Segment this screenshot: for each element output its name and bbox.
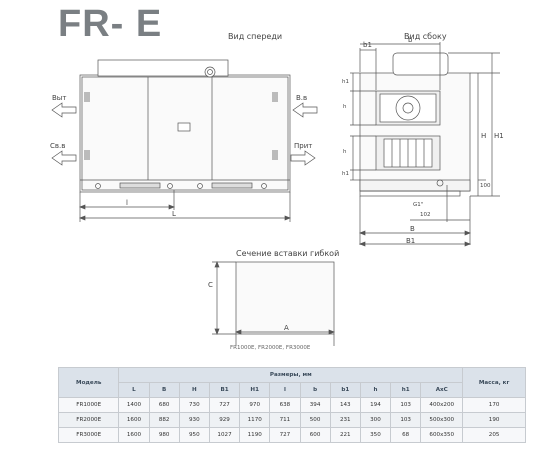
dim-G1-label: G1"	[413, 202, 424, 208]
table-cell: 1190	[239, 427, 271, 443]
col-header: H	[178, 382, 210, 398]
arrow-vyt-label: Выт	[52, 94, 67, 102]
table-cell: 400x200	[420, 397, 464, 413]
arrow-vv-label: В.в	[296, 94, 308, 102]
col-header: B1	[208, 382, 241, 398]
table-cell: FR3000E	[57, 427, 120, 443]
dim-100-label: 100	[480, 183, 491, 189]
arrow-prit-label: Прит	[294, 142, 313, 150]
dim-L-label: L	[172, 210, 176, 218]
col-header: l	[269, 382, 301, 398]
side-view-label: Вид сбоку	[404, 32, 447, 41]
dim-l-label: l	[126, 199, 128, 207]
table-row: FR1000E 1400 680 730 727 970 638 394 143…	[57, 397, 526, 413]
dim-C-label: C	[208, 281, 213, 289]
front-view-label: Вид спереди	[228, 32, 283, 41]
table-cell: 600	[299, 427, 331, 443]
table-cell: 68	[390, 427, 422, 443]
dim-B-label: B	[410, 225, 415, 233]
table-cell: FR1000E	[57, 397, 120, 413]
dim-H1-label: H1	[494, 132, 504, 140]
table-cell: 950	[178, 427, 210, 443]
table-cell: 730	[178, 397, 210, 413]
arrow-prit-icon	[290, 150, 316, 166]
table-cell: 1027	[208, 427, 241, 443]
arrow-sv-label: Св.в	[50, 142, 66, 150]
table-cell: 500x300	[420, 412, 464, 428]
dim-h-bot-label: h	[343, 149, 347, 155]
table-cell: 600x350	[420, 427, 464, 443]
table-cell: 221	[329, 427, 361, 443]
dim-H-label: H	[481, 132, 487, 140]
table-cell: 170	[462, 397, 526, 413]
table-cell: FR2000E	[57, 412, 120, 428]
table-cell: 680	[148, 397, 180, 413]
flex-section-label: Сечение вставки гибкой	[236, 249, 340, 258]
table-cell: 727	[269, 427, 301, 443]
flex-section-drawing	[212, 261, 335, 346]
table-cell: 394	[299, 397, 331, 413]
page-title: FR- E	[58, 3, 163, 45]
arrow-vv-icon	[292, 102, 318, 118]
col-header: b	[299, 382, 331, 398]
table-cell: 350	[359, 427, 392, 443]
table-cell: 143	[329, 397, 361, 413]
table-cell: 190	[462, 412, 526, 428]
table-cell: 980	[148, 427, 180, 443]
col-model-header: Модель	[57, 367, 120, 398]
col-header: L	[118, 382, 150, 398]
table-cell: 970	[239, 397, 271, 413]
models-caption: FR1000E, FR2000E, FR3000E	[230, 345, 311, 351]
dim-A-label: A	[284, 324, 289, 332]
table-cell: 711	[269, 412, 301, 428]
table-cell: 231	[329, 412, 361, 428]
dim-b-label: b	[408, 36, 413, 44]
col-group-sizes-header: Размеры, мм	[118, 367, 464, 383]
dim-h1-bot-label: h1	[342, 171, 349, 177]
col-header: H1	[239, 382, 271, 398]
col-header: h	[359, 382, 392, 398]
col-mass-header: Масса, кг	[462, 367, 526, 398]
table-cell: 638	[269, 397, 301, 413]
side-view-drawing	[350, 42, 500, 247]
table-cell: 300	[359, 412, 392, 428]
dim-b1-label: b1	[363, 41, 372, 49]
table-cell: 1400	[118, 397, 150, 413]
col-header: AxC	[420, 382, 464, 398]
dim-B1-label: B1	[406, 237, 416, 245]
table-cell: 882	[148, 412, 180, 428]
table-cell: 1600	[118, 412, 150, 428]
dim-102-label: 102	[420, 212, 431, 218]
specifications-table: Модель Размеры, мм Масса, кг L B H B1 H1…	[57, 367, 526, 443]
dim-h1-top-label: h1	[342, 79, 349, 85]
table-row: FR2000E 1600 882 930 929 1170 711 500 23…	[57, 412, 526, 428]
table-row: FR3000E 1600 980 950 1027 1190 727 600 2…	[57, 427, 526, 443]
front-view-drawing	[79, 59, 291, 222]
dim-h-top-label: h	[343, 104, 347, 110]
table-cell: 500	[299, 412, 331, 428]
arrow-sv-icon	[51, 150, 77, 166]
col-header: B	[148, 382, 180, 398]
table-cell: 103	[390, 397, 422, 413]
airflow-arrows	[51, 102, 318, 166]
table-cell: 1170	[239, 412, 271, 428]
table-cell: 1600	[118, 427, 150, 443]
arrow-vyt-icon	[51, 102, 77, 118]
table-cell: 205	[462, 427, 526, 443]
col-header: h1	[390, 382, 422, 398]
table-cell: 929	[208, 412, 241, 428]
table-cell: 103	[390, 412, 422, 428]
table-cell: 727	[208, 397, 241, 413]
table-cell: 930	[178, 412, 210, 428]
table-cell: 194	[359, 397, 392, 413]
col-header: b1	[329, 382, 361, 398]
